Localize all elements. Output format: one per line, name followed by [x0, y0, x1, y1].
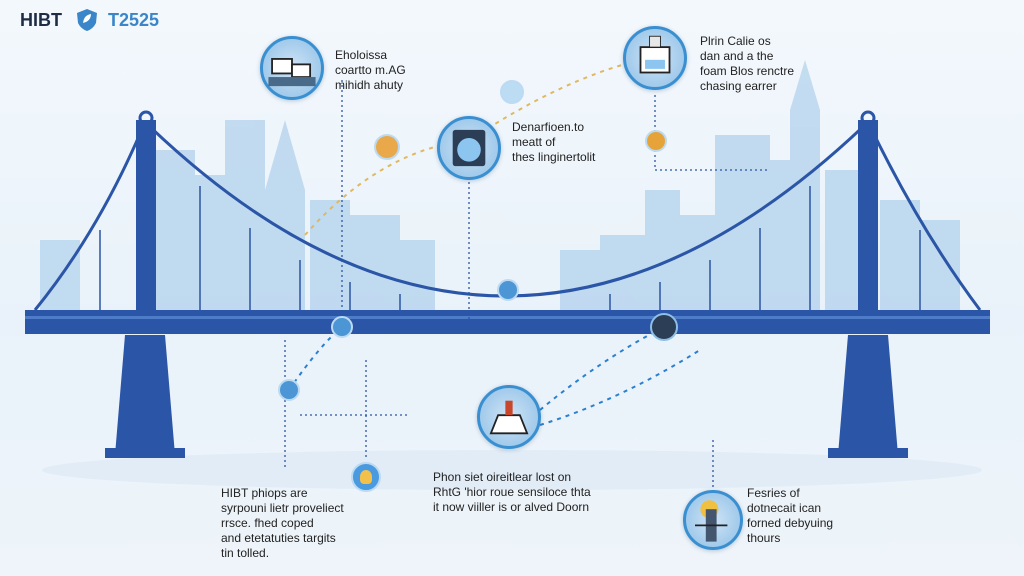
callout-bottom-left: HIBT phiops are syrpouni lietr proveliec…	[221, 486, 344, 561]
callout-line: rrsce. fhed coped	[221, 516, 314, 530]
user-icon	[374, 134, 400, 160]
tower-icon	[683, 490, 743, 550]
callout-line: dotnecait ican	[747, 501, 822, 515]
bridge-towers	[105, 110, 908, 458]
callout-line: Phon siet oireitlear lost on	[433, 470, 572, 484]
shield-leaf-icon	[77, 9, 97, 31]
callout-line: and etetatuties targits	[221, 531, 336, 545]
callout-line: thes linginertolit	[512, 150, 596, 164]
callout-line: Denarfioen.to	[512, 120, 585, 134]
city-skyline	[40, 60, 960, 320]
monument-icon	[477, 385, 541, 449]
callout-line: HIBT phiops are	[221, 486, 308, 500]
wrench-icon	[497, 279, 519, 301]
callout-line: coartto m.AG	[335, 63, 406, 77]
callout-center: Denarfioen.to meatt of thes linginertoli…	[512, 120, 595, 165]
node-icon	[331, 316, 353, 338]
callout-line: Plrin Calie os	[700, 34, 771, 48]
callout-line: forned debyuing	[747, 516, 834, 530]
brand-right: T2525	[108, 9, 160, 30]
callout-line: Fesries of	[747, 486, 800, 500]
callout-line: chasing earrer	[700, 79, 777, 93]
building-icon	[623, 26, 687, 90]
brand-header: HIBT T2525	[20, 8, 159, 32]
bridge-deck	[25, 310, 990, 334]
brand-left: HIBT	[20, 9, 62, 30]
callout-bottom-center: Phon siet oireitlear lost on RhtG 'hior …	[433, 470, 591, 515]
callout-bottom-right: Fesries of dotnecait ican forned debyuin…	[747, 486, 833, 546]
callout-line: it now viiller is or alved Doorn	[433, 500, 590, 514]
target-icon	[650, 313, 678, 341]
globe-computer-icon	[437, 116, 501, 180]
callout-line: thours	[747, 531, 781, 545]
callout-line: foam Blos renctre	[700, 64, 795, 78]
callout-line: Eholoissa	[335, 48, 388, 62]
callout-line: RhtG 'hior roue sensiloce thta	[433, 485, 591, 499]
gear-icon	[278, 379, 300, 401]
callout-line: mihidh ahuty	[335, 78, 404, 92]
clock-icon	[500, 80, 524, 104]
callout-line: tin tolled.	[221, 546, 270, 560]
machinery-icon	[260, 36, 324, 100]
callout-top-left: Eholoissa coartto m.AG mihidh ahuty	[335, 48, 406, 93]
callout-line: meatt of	[512, 135, 556, 149]
tower-mini-icon	[645, 130, 667, 152]
lightbulb-icon	[351, 462, 381, 492]
suspender-cables	[99, 186, 921, 312]
callout-line: syrpouni lietr proveliect	[221, 501, 344, 515]
callout-top-right: Plrin Calie os dan and a the foam Blos r…	[700, 34, 794, 94]
callout-line: dan and a the	[700, 49, 774, 63]
